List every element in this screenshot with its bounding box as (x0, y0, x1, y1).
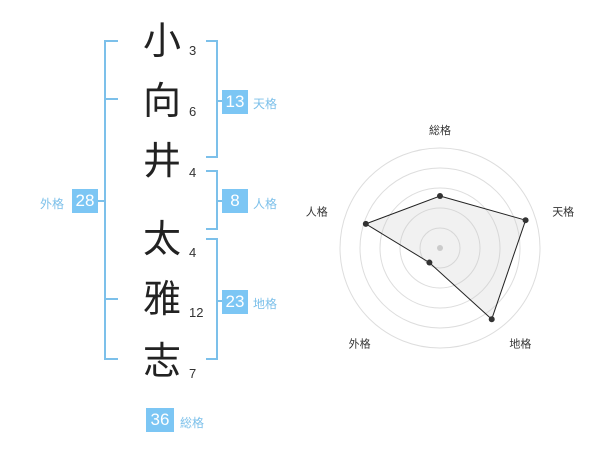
radar-axis-label-2: 地格 (509, 337, 531, 351)
radar-point-3 (426, 259, 433, 266)
stroke-count-3: 4 (189, 165, 197, 180)
chikaku-badge: 23 (222, 290, 248, 314)
name-char-3: 井 (142, 139, 181, 183)
radar-axis-label-0: 総格 (429, 123, 451, 137)
name-char-5: 雅 (142, 277, 181, 321)
radar-axis-label-3: 外格 (349, 337, 371, 351)
soukaku-badge: 36 (146, 408, 174, 432)
stroke-count-6: 7 (189, 366, 197, 381)
jinkaku-label: 人格 (253, 197, 278, 211)
radar-axis-label-1: 天格 (552, 205, 574, 219)
radar-point-1 (522, 217, 529, 224)
soukaku-label: 総格 (180, 416, 205, 430)
stroke-count-4: 4 (189, 245, 197, 260)
tenkaku-badge: 13 (222, 90, 248, 114)
stroke-count-2: 6 (189, 104, 197, 119)
stroke-count-1: 3 (189, 43, 197, 58)
radar-polygon (364, 195, 527, 321)
name-char-1: 小 (142, 19, 181, 63)
jinkaku-badge: 8 (222, 189, 248, 213)
radar-point-0 (437, 193, 443, 199)
name-char-2: 向 (142, 79, 181, 123)
tenkaku-label: 天格 (253, 97, 278, 111)
gaikaku-badge: 28 (72, 189, 98, 213)
gaikaku-label: 外格 (40, 197, 65, 211)
radar-ring-4 (359, 167, 521, 329)
radar-ring-3 (379, 187, 501, 309)
radar-ring-2 (399, 207, 481, 289)
radar-ring-5 (339, 147, 541, 349)
radar-ring-1 (419, 227, 461, 269)
radar-point-4 (362, 220, 369, 227)
chikaku-label: 地格 (253, 297, 278, 311)
radar-center (437, 245, 443, 251)
name-char-4: 太 (142, 217, 181, 261)
radar-point-2 (488, 316, 495, 323)
name-char-6: 志 (142, 339, 181, 383)
stroke-count-5: 12 (189, 305, 204, 320)
radar-axis-label-4: 人格 (306, 205, 328, 219)
